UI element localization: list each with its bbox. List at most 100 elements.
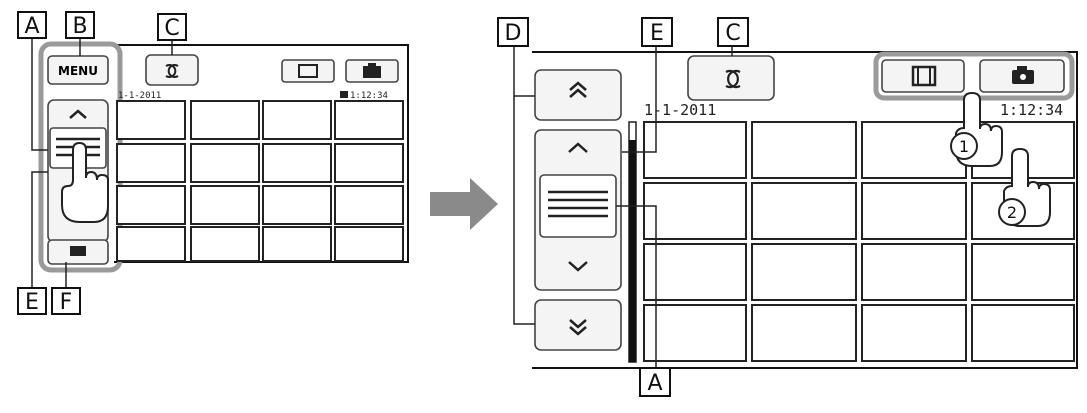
small-camera-icon: [363, 63, 381, 78]
small-label-b: B: [65, 11, 95, 39]
small-date: 1-1-2011: [118, 91, 161, 101]
large-thumbnail[interactable]: [751, 304, 857, 362]
small-screen-frame: [114, 44, 409, 263]
svg-text:A: A: [647, 371, 662, 396]
double-chevron-down-icon: [569, 319, 587, 336]
small-thumbnail-grid: [116, 100, 404, 262]
large-label-a: A: [639, 367, 671, 397]
step2-pointing-finger-icon: 2: [998, 147, 1051, 227]
small-movie-button[interactable]: [281, 59, 335, 83]
chevron-up-icon[interactable]: [568, 142, 588, 153]
small-thumbnail[interactable]: [190, 226, 260, 262]
large-thumbnail[interactable]: [751, 182, 857, 240]
large-thumbnail[interactable]: [643, 182, 747, 240]
film-strip-icon: [911, 65, 937, 87]
large-thumbnail[interactable]: [751, 121, 857, 179]
small-label-c: C: [157, 13, 187, 41]
movie-mode-button[interactable]: [881, 59, 965, 93]
step1-pointing-finger-icon: 1: [950, 91, 1003, 167]
large-label-d: D: [497, 17, 529, 47]
large-thumbnail[interactable]: [861, 304, 967, 362]
small-thumbnail[interactable]: [190, 100, 260, 140]
large-thumbnail[interactable]: [861, 243, 967, 301]
large-screen-frame: [532, 51, 1078, 369]
small-thumbnail[interactable]: [334, 143, 404, 183]
photo-mode-button[interactable]: [979, 59, 1065, 93]
svg-text:C: C: [725, 21, 740, 46]
large-label-e: E: [641, 17, 673, 47]
rotate-arrows-icon: [725, 69, 741, 89]
small-thumbnail[interactable]: [262, 185, 332, 225]
small-leader-a: [31, 37, 48, 151]
svg-text:B: B: [72, 14, 87, 39]
small-thumbnail[interactable]: [190, 143, 260, 183]
small-label-e: E: [17, 287, 47, 315]
small-thumbnail[interactable]: [116, 143, 186, 183]
svg-text:C: C: [164, 16, 179, 41]
small-thumbnail[interactable]: [116, 185, 186, 225]
small-thumbnail[interactable]: [334, 100, 404, 140]
large-scroll-strip[interactable]: [534, 129, 622, 291]
chevron-down-icon[interactable]: [568, 261, 588, 272]
small-battery-icon: [340, 91, 348, 98]
large-thumbnail[interactable]: [861, 182, 967, 240]
large-screen: 1-1-2011 1:12:34 1: [497, 17, 1078, 397]
svg-text:D: D: [505, 21, 522, 46]
large-thumbnail[interactable]: [971, 243, 1075, 301]
large-thumbnail[interactable]: [971, 304, 1075, 362]
svg-text:F: F: [60, 290, 73, 315]
double-chevron-up-icon: [569, 81, 587, 98]
small-thumbnail[interactable]: [262, 226, 332, 262]
large-thumbnail[interactable]: [643, 243, 747, 301]
svg-text:A: A: [24, 14, 39, 39]
camera-icon: [1012, 66, 1034, 84]
large-date: 1-1-2011: [644, 101, 716, 119]
small-playback-button[interactable]: [47, 239, 109, 265]
large-leader-a: [616, 205, 657, 368]
small-scroll-up-icon[interactable]: [69, 109, 87, 119]
small-thumbnail[interactable]: [116, 100, 186, 140]
large-toggle-button[interactable]: [687, 55, 775, 101]
small-menu-label: MENU: [58, 64, 98, 78]
large-thumbnail[interactable]: [643, 304, 747, 362]
large-label-c: C: [717, 17, 749, 47]
small-thumbnail[interactable]: [116, 226, 186, 262]
large-thumbnail[interactable]: [861, 121, 967, 179]
small-leader-e: [31, 171, 48, 288]
step1-number: 1: [959, 137, 969, 156]
small-label-a: A: [17, 11, 47, 39]
page-up-button[interactable]: [534, 69, 622, 121]
large-scroll-knob[interactable]: [539, 174, 617, 238]
svg-text:E: E: [25, 290, 39, 315]
small-film-strip-icon: [298, 64, 318, 78]
step2-number: 2: [1007, 203, 1017, 222]
small-thumbnail[interactable]: [190, 185, 260, 225]
small-pointing-finger-icon: [61, 141, 109, 223]
page-down-button[interactable]: [534, 299, 622, 351]
small-thumbnail[interactable]: [262, 100, 332, 140]
small-thumbnail[interactable]: [334, 226, 404, 262]
small-photo-button[interactable]: [345, 59, 399, 83]
small-playback-icon: [70, 246, 86, 256]
small-thumbnail[interactable]: [334, 185, 404, 225]
small-rotate-arrows-icon: [165, 64, 179, 78]
svg-text:E: E: [650, 21, 664, 46]
small-time: 1:12:34: [350, 91, 388, 101]
three-lines-icon: [548, 190, 608, 218]
scroll-position-bar: [628, 121, 637, 363]
large-leader-d-bottom: [513, 96, 535, 325]
small-menu-button[interactable]: MENU: [47, 55, 109, 85]
small-thumbnail[interactable]: [262, 143, 332, 183]
large-thumbnail[interactable]: [643, 121, 747, 179]
large-thumbnail-grid: [643, 121, 1075, 362]
right-arrow-icon: [430, 178, 498, 230]
large-time: 1:12:34: [1000, 101, 1063, 119]
small-label-f: F: [51, 287, 81, 315]
large-thumbnail[interactable]: [751, 243, 857, 301]
small-toggle-button[interactable]: [145, 54, 199, 86]
large-leader-d-top: [513, 44, 535, 97]
large-leader-e: [622, 44, 657, 153]
small-time-group: 1:12:34: [340, 91, 388, 101]
small-screen: MENU: [17, 11, 409, 315]
